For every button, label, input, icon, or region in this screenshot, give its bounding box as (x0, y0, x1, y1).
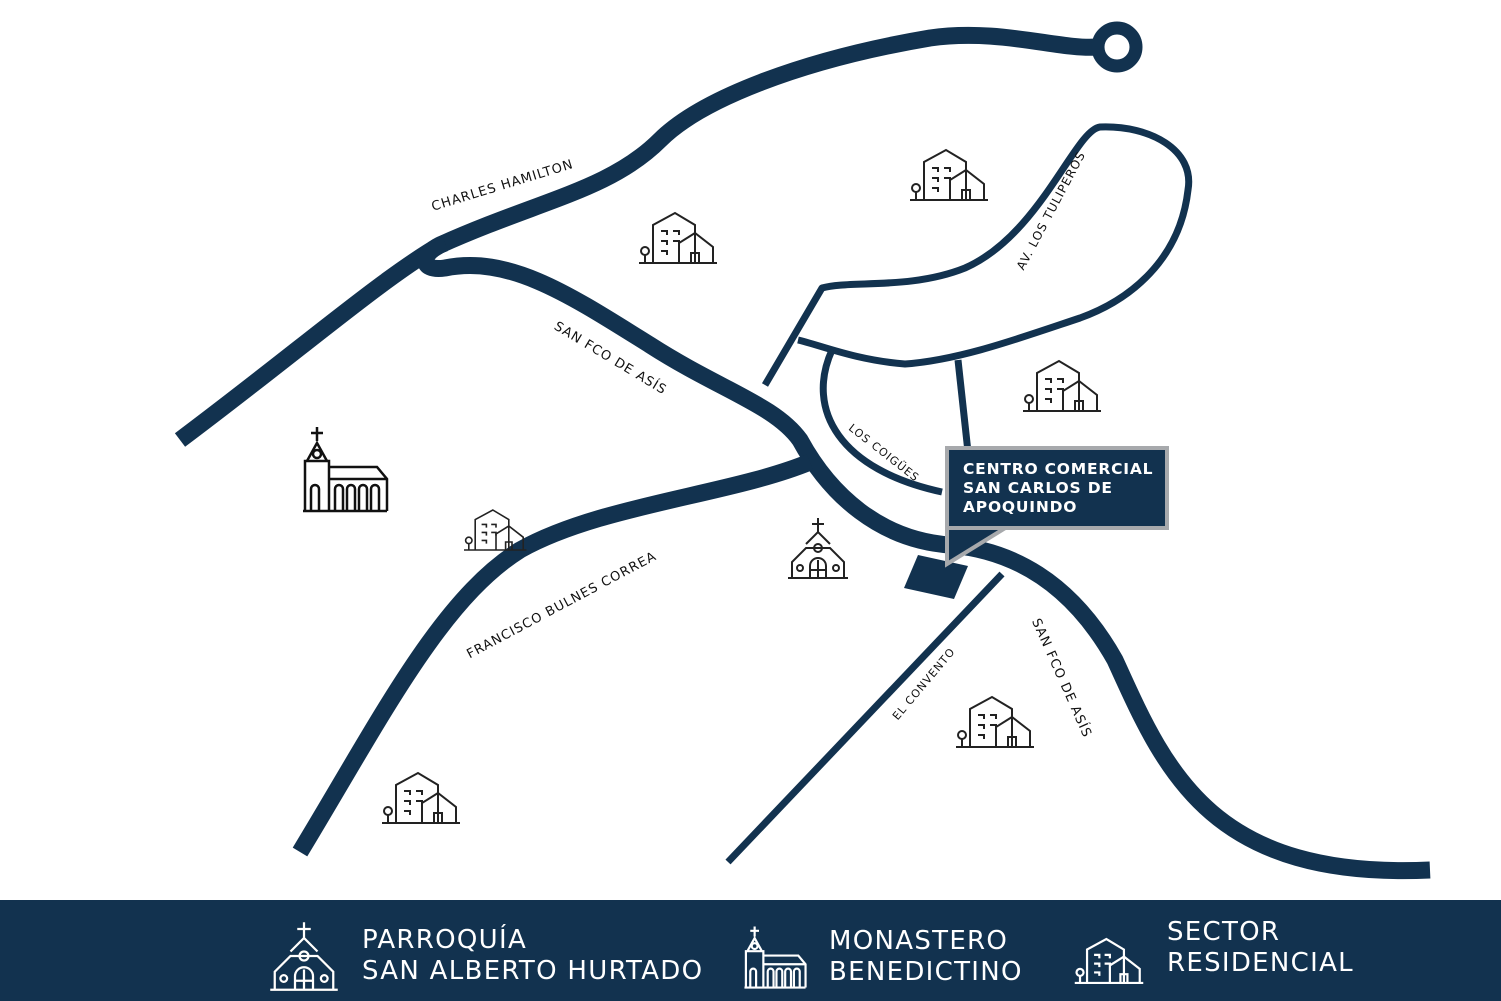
mall-building (904, 555, 968, 599)
monastery-icon (744, 926, 807, 989)
residential-icon (1074, 937, 1144, 985)
legend-label: MONASTERO (829, 926, 1009, 956)
residential-icon (381, 772, 461, 824)
monastery-icon (301, 425, 389, 513)
road-el-convento (725, 571, 1005, 865)
road-charles-hamilton (174, 26, 1098, 447)
road-connector (954, 359, 972, 453)
mall-callout: CENTRO COMERCIAL SAN CARLOS DE APOQUINDO (945, 446, 1169, 530)
legend-label: BENEDICTINO (829, 957, 1023, 987)
legend-label: SECTOR (1167, 917, 1281, 947)
road-san-fco-de-asis (417, 235, 1431, 880)
callout-line: SAN CARLOS DE (963, 479, 1113, 497)
residential-icon (1022, 360, 1102, 412)
legend-label: RESIDENCIAL (1167, 948, 1354, 978)
road-los-tulipetos (761, 123, 1193, 387)
residential-icon (955, 696, 1035, 748)
callout-line: CENTRO COMERCIAL (963, 460, 1154, 478)
roundabout (1091, 21, 1143, 73)
road-francisco-bulnes (292, 454, 814, 857)
church-icon (787, 517, 849, 579)
map-canvas (174, 21, 1431, 880)
parish-church-icon (269, 921, 339, 991)
residential-icon (638, 212, 718, 264)
legend-label: SAN ALBERTO HURTADO (362, 956, 704, 986)
road-los-coigues (819, 348, 943, 496)
callout-line: APOQUINDO (963, 498, 1078, 516)
legend-label: PARROQUÍA (362, 925, 528, 955)
residential-icon (909, 149, 989, 201)
